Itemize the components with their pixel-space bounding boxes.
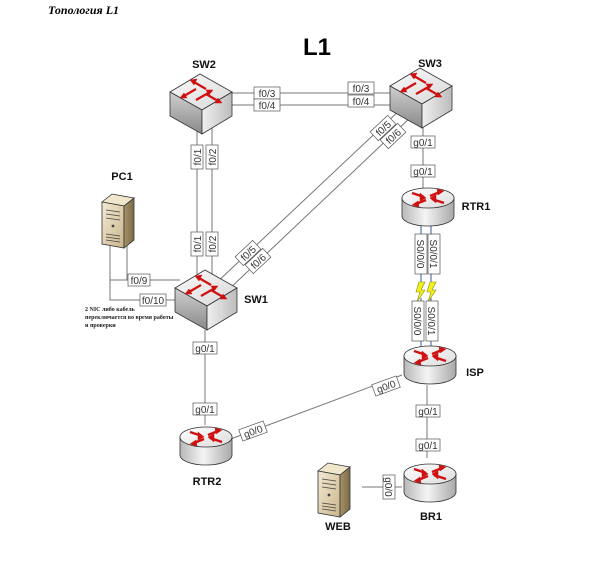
- router-icon: [402, 344, 458, 386]
- svg-text:S0/0/0: S0/0/0: [414, 240, 425, 269]
- svg-text:f0/10: f0/10: [142, 296, 165, 307]
- svg-text:g0/1: g0/1: [195, 344, 215, 355]
- svg-text:f0/9: f0/9: [131, 276, 148, 287]
- router-icon: [402, 462, 458, 504]
- device-pc1[interactable]: PC1: [101, 171, 135, 249]
- svg-text:g0/0: g0/0: [375, 379, 397, 396]
- device-isp[interactable]: ISP: [402, 344, 484, 386]
- port-br1-g01: g0/1: [415, 438, 441, 452]
- nic-note: 2 NIC либо кабель переключается во время…: [85, 307, 174, 329]
- port-sw3-g01: g0/1: [410, 135, 436, 149]
- port-sw2-f02: f0/2: [205, 144, 219, 170]
- router-icon: [178, 425, 234, 467]
- device-label: BR1: [420, 511, 442, 523]
- port-sw1-f06: f0/6: [244, 247, 272, 275]
- server-icon: [317, 462, 351, 518]
- diagram-title: L1: [303, 34, 332, 61]
- svg-text:g0/1: g0/1: [418, 441, 438, 452]
- device-label: ISP: [466, 367, 484, 379]
- device-sw2[interactable]: SW2: [168, 59, 234, 136]
- device-label: RTR2: [193, 476, 222, 488]
- port-isp-g01: g0/1: [415, 404, 441, 418]
- svg-text:g0/1: g0/1: [413, 167, 433, 178]
- links: [109, 92, 428, 488]
- device-sw3[interactable]: SW3: [388, 58, 454, 130]
- port-rtr1-g01: g0/1: [410, 164, 436, 178]
- switch-icon: [173, 268, 239, 332]
- port-isp-s000: S0/0/0: [411, 300, 425, 342]
- svg-text:f0/2: f0/2: [208, 235, 219, 252]
- port-isp-s001: S0/0/1: [425, 300, 439, 342]
- port-sw3-f04: f0/4: [347, 94, 375, 108]
- device-br1[interactable]: BR1: [402, 462, 458, 523]
- device-web[interactable]: WEB: [317, 462, 351, 533]
- serial-lightning-icon: [415, 281, 437, 303]
- port-sw1-g01: g0/1: [192, 341, 218, 355]
- port-rtr2-g01: g0/1: [192, 402, 218, 416]
- port-isp-g00: g0/0: [371, 375, 401, 397]
- port-sw2-f04: f0/4: [253, 98, 281, 112]
- device-rtr2[interactable]: RTR2: [178, 425, 234, 488]
- svg-text:g0/1: g0/1: [413, 138, 433, 149]
- port-sw1-f09: f0/9: [127, 273, 151, 287]
- port-br1-g00: g0/0: [382, 474, 396, 500]
- router-icon: [400, 186, 456, 228]
- device-label: SW2: [192, 59, 216, 71]
- port-sw2-f01: f0/1: [190, 144, 204, 170]
- svg-text:S0/0/1: S0/0/1: [427, 240, 438, 269]
- svg-text:g0/1: g0/1: [418, 407, 438, 418]
- device-sw1[interactable]: SW1: [173, 268, 268, 332]
- device-label: SW1: [244, 294, 268, 306]
- port-rtr1-s001: S0/0/1: [427, 233, 441, 275]
- link-pc1-sw1-f09-b: [126, 244, 180, 281]
- svg-text:S0/0/1: S0/0/1: [425, 307, 436, 336]
- port-sw2-f03: f0/3: [253, 86, 281, 100]
- document-heading: Топология L1: [48, 3, 120, 17]
- device-label: PC1: [111, 171, 132, 183]
- device-label: SW3: [418, 58, 442, 70]
- server-icon: [101, 193, 135, 249]
- svg-text:f0/3: f0/3: [259, 89, 276, 100]
- device-rtr1[interactable]: RTR1: [400, 186, 491, 228]
- svg-text:g0/1: g0/1: [195, 405, 215, 416]
- svg-text:S0/0/0: S0/0/0: [411, 307, 422, 336]
- port-sw1-f02: f0/2: [205, 231, 219, 257]
- svg-text:g0/0: g0/0: [242, 424, 264, 441]
- device-label: RTR1: [462, 201, 491, 213]
- port-sw1-f01: f0/1: [190, 231, 204, 257]
- switch-icon: [388, 66, 454, 130]
- svg-text:g0/0: g0/0: [382, 477, 393, 497]
- svg-text:f0/1: f0/1: [193, 148, 204, 165]
- svg-text:f0/1: f0/1: [193, 235, 204, 252]
- svg-text:f0/3: f0/3: [353, 84, 370, 95]
- port-labels: f0/3 f0/4 f0/3 f0/4 f0/1 f0/2 f0/1: [127, 81, 441, 500]
- port-rtr1-s000: S0/0/0: [414, 233, 428, 275]
- switch-icon: [168, 72, 234, 136]
- svg-text:f0/2: f0/2: [208, 148, 219, 165]
- port-sw3-f03: f0/3: [347, 81, 375, 95]
- port-sw1-f010: f0/10: [139, 293, 167, 307]
- port-rtr2-g00: g0/0: [238, 420, 268, 442]
- device-label: WEB: [325, 521, 351, 533]
- svg-text:f0/4: f0/4: [353, 97, 370, 108]
- link-pc1-sw1-f010: [109, 246, 180, 301]
- svg-text:f0/4: f0/4: [259, 101, 276, 112]
